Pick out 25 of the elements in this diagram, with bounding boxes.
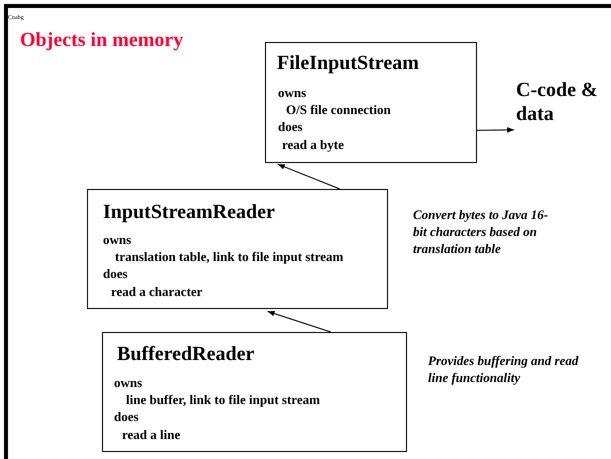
arrow <box>476 127 515 133</box>
section-text: O/S file connection <box>286 102 391 117</box>
class-box <box>102 332 407 452</box>
arrow <box>267 310 332 332</box>
section-heading: owns <box>278 85 306 100</box>
target-label: C-code & data <box>516 78 608 126</box>
class-box <box>265 42 477 163</box>
class-name: InputStreamReader <box>103 201 275 223</box>
section-heading: does <box>103 266 128 281</box>
class-name: FileInputStream <box>277 52 419 74</box>
class-name: BufferedReader <box>117 343 254 365</box>
section-heading: does <box>114 409 139 424</box>
section-text: read a byte <box>282 137 344 152</box>
section-heading: owns <box>114 375 142 390</box>
section-heading: owns <box>103 232 132 247</box>
class-box <box>87 189 388 309</box>
section-text: line buffer, link to file input stream <box>126 392 320 407</box>
note-text: Convert bytes to Java 16-bit characters based on translation table <box>413 206 550 257</box>
section-heading: does <box>278 119 303 134</box>
section-text: translation table, link to file input stream <box>115 249 344 264</box>
arrow <box>277 164 340 190</box>
section-text: read a character <box>111 284 202 299</box>
section-text: read a line <box>122 427 180 442</box>
slide-title: Objects in memory <box>20 29 184 52</box>
note-text: Provides buffering and read line functionality <box>428 352 580 386</box>
